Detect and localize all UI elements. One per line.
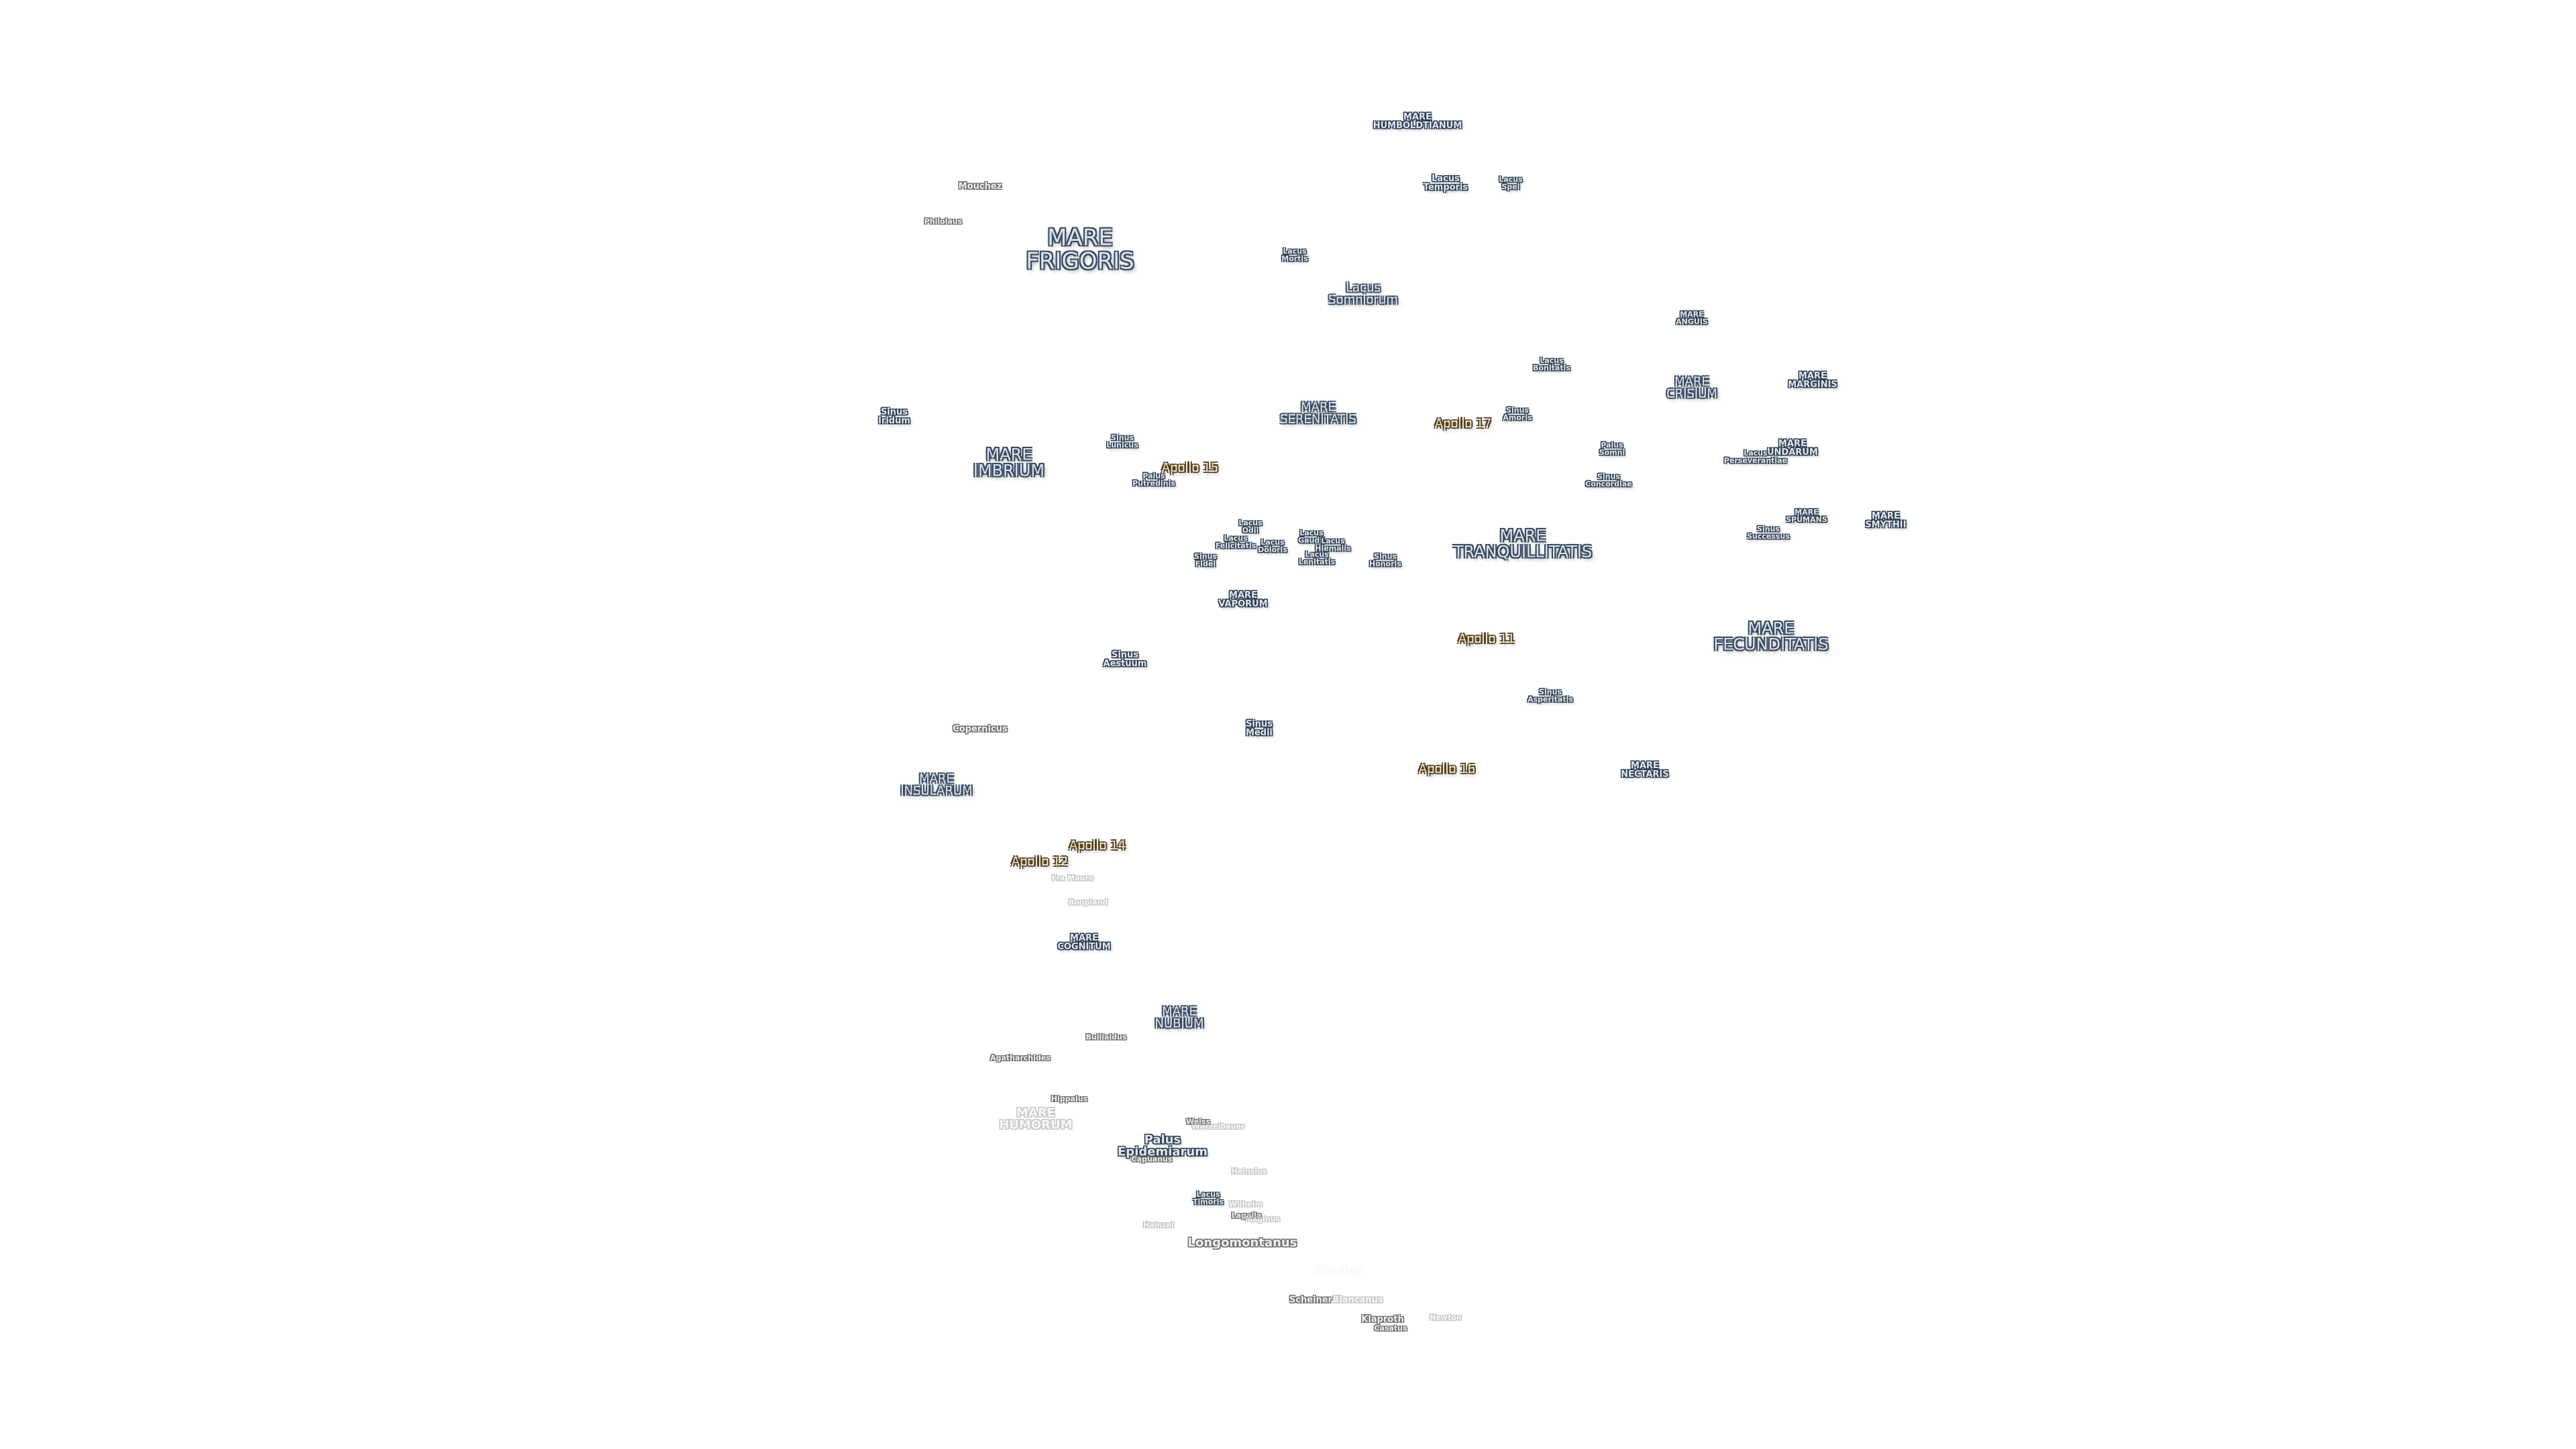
label-sinus-asperitatis[interactable]: Sinus Asperitatis	[1527, 687, 1573, 704]
label-scheiner[interactable]: Scheiner	[1289, 1295, 1333, 1305]
label-hainzel[interactable]: Hainzel	[1143, 1220, 1174, 1230]
label-philolaus[interactable]: Philolaus	[924, 217, 963, 226]
label-mare-insularum[interactable]: MARE INSULARUM	[900, 771, 973, 798]
label-fra-mauro[interactable]: Fra Mauro	[1051, 873, 1094, 883]
label-lacus-perseverantiae[interactable]: Lacus Perseverantiae	[1723, 448, 1788, 465]
label-wurzelbauer[interactable]: Wurzelbauer	[1191, 1122, 1245, 1131]
label-mouchez[interactable]: Mouchez	[958, 181, 1002, 192]
label-sinus-concordiae[interactable]: Sinus Concordiae	[1585, 472, 1632, 488]
label-lacus-somniorum[interactable]: Lacus Somniorum	[1328, 280, 1398, 307]
label-lacus-odii[interactable]: Lacus Odii	[1238, 518, 1263, 535]
label-mare-nubium[interactable]: MARE NUBIUM	[1155, 1004, 1204, 1031]
label-capuanus[interactable]: Capuanus	[1131, 1155, 1173, 1164]
label-sinus-successus[interactable]: Sinus Successus	[1747, 524, 1790, 541]
label-mare-smythii[interactable]: MARE SMYTHII	[1865, 511, 1907, 530]
label-lacus-bonitatis[interactable]: Lacus Bonitatis	[1533, 356, 1570, 372]
label-sinus-fidei[interactable]: Sinus Fidei	[1194, 551, 1217, 568]
label-mare-vaporum[interactable]: MARE VAPORUM	[1218, 590, 1268, 609]
label-agatharchides[interactable]: Agatharchides	[990, 1053, 1051, 1063]
label-lacus-lenitatis[interactable]: Lacus Lenitatis	[1298, 549, 1336, 566]
label-mare-humorum[interactable]: MARE HUMORUM	[999, 1106, 1073, 1132]
label-lacus-mortis[interactable]: Lacus Mortis	[1281, 246, 1308, 263]
label-sinus-iridum[interactable]: Sinus Iridum	[878, 407, 910, 426]
label-mare-tranquillitatis[interactable]: MARE TRANQUILLITATIS	[1453, 526, 1593, 561]
label-sinus-lunicus[interactable]: Sinus Lunicus	[1106, 433, 1138, 449]
label-palus-epidemiarum[interactable]: Palus Epidemiarum	[1118, 1132, 1208, 1159]
label-apollo-14[interactable]: Apollo 14	[1069, 838, 1126, 853]
label-apollo-11[interactable]: Apollo 11	[1458, 631, 1515, 646]
label-mare-undarum[interactable]: MARE UNDARUM	[1767, 438, 1818, 458]
label-apollo-12[interactable]: Apollo 12	[1011, 854, 1069, 869]
label-sinus-medii[interactable]: Sinus Medii	[1245, 718, 1273, 738]
label-wilhelm[interactable]: Wilhelm	[1228, 1199, 1263, 1209]
label-mare-anguis[interactable]: MARE ANGUIS	[1676, 309, 1708, 326]
label-lacus-doloris[interactable]: Lacus Doloris	[1258, 537, 1287, 554]
label-lacus-spei[interactable]: Lacus Spei	[1499, 174, 1523, 191]
label-clavius[interactable]: Clavius	[1313, 1263, 1363, 1278]
label-mare-fecunditatis[interactable]: MARE FECUNDITATIS	[1713, 619, 1829, 654]
label-bonpland[interactable]: Bonpland	[1068, 898, 1108, 907]
label-mare-marginis[interactable]: MARE MARGINIS	[1788, 370, 1837, 390]
label-mare-nectaris[interactable]: MARE NECTARIS	[1621, 760, 1669, 780]
label-lacus-hiemalis[interactable]: Lacus Hiemalis	[1315, 536, 1351, 553]
label-apollo-15[interactable]: Apollo 15	[1161, 460, 1219, 475]
label-longomontanus[interactable]: Longomontanus	[1187, 1235, 1297, 1250]
label-lacus-gaudii[interactable]: Lacus Gaudii	[1298, 528, 1325, 545]
label-mare-frigoris[interactable]: MARE FRIGORIS	[1026, 224, 1134, 274]
label-palus-putredinis[interactable]: Palus Putredinis	[1132, 471, 1175, 488]
label-mare-spumans[interactable]: MARE SPUMANS	[1786, 507, 1827, 524]
label-sinus-honoris[interactable]: Sinus Honoris	[1369, 551, 1401, 568]
label-sinus-aestuum[interactable]: Sinus Aestuum	[1103, 649, 1147, 669]
label-weiss[interactable]: Weiss	[1185, 1117, 1211, 1126]
label-palus-somni[interactable]: Palus Somni	[1599, 440, 1625, 457]
label-lacus-timoris[interactable]: Lacus Timoris	[1192, 1189, 1224, 1206]
label-mare-humboldtianum[interactable]: MARE HUMBOLDTIANUM	[1373, 111, 1462, 131]
label-lagalla[interactable]: Lagalla	[1231, 1211, 1262, 1220]
label-copernicus[interactable]: Copernicus	[953, 724, 1008, 735]
label-mare-serenitatis[interactable]: MARE SERENITATIS	[1280, 400, 1356, 427]
label-maginus[interactable]: Maginus	[1244, 1214, 1281, 1224]
label-bullialdus[interactable]: Bullialdus	[1085, 1032, 1127, 1042]
label-klaproth[interactable]: Klaproth	[1361, 1314, 1404, 1325]
label-apollo-16[interactable]: Apollo 16	[1418, 761, 1476, 776]
label-blancanus[interactable]: Blancanus	[1332, 1295, 1383, 1305]
label-mare-cognitum[interactable]: MARE COGNITUM	[1057, 932, 1111, 952]
label-heinsius[interactable]: Heinsius	[1231, 1167, 1267, 1176]
label-casatus[interactable]: Casatus	[1374, 1324, 1407, 1333]
label-hippalus[interactable]: Hippalus	[1051, 1094, 1088, 1104]
label-mare-crisium[interactable]: MARE CRISIUM	[1666, 374, 1717, 401]
label-mare-imbrium[interactable]: MARE IMBRIUM	[973, 445, 1045, 480]
label-lacus-felicitatis[interactable]: Lacus Felicitatis	[1215, 533, 1256, 550]
label-newton[interactable]: Newton	[1430, 1313, 1462, 1322]
label-apollo-17[interactable]: Apollo 17	[1434, 416, 1492, 431]
label-lacus-temporis[interactable]: Lacus Temporis	[1423, 173, 1468, 193]
label-sinus-amoris[interactable]: Sinus Amoris	[1503, 405, 1532, 422]
